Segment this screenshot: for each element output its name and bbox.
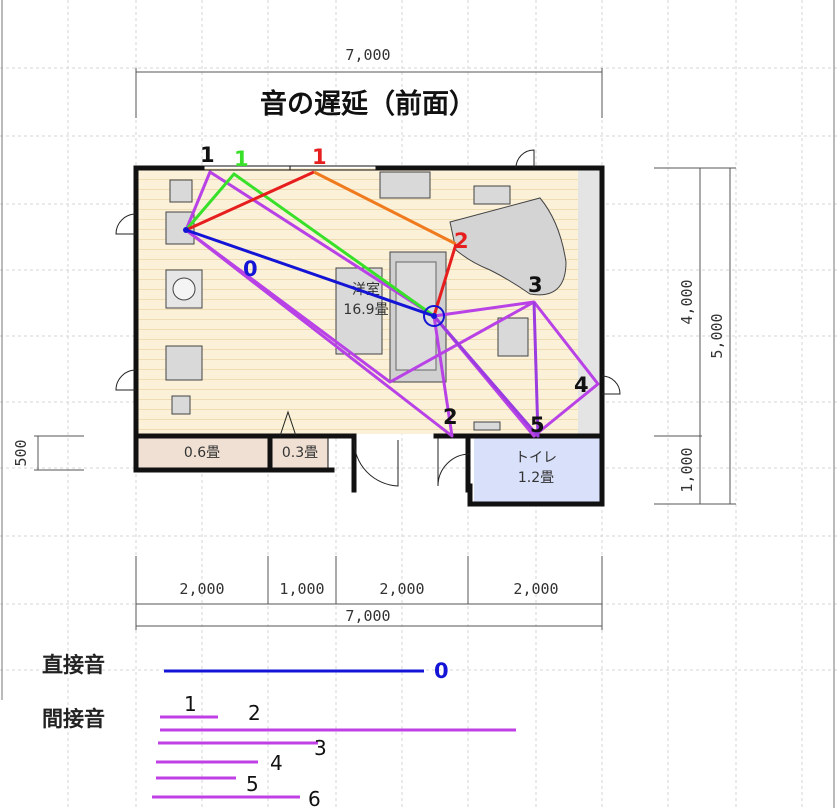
closet-b-size: 0.3畳 (282, 445, 318, 461)
marker-red-2: 2 (454, 229, 469, 253)
dim-right-4000: 4,000 (678, 279, 696, 324)
marker-purple-1: 1 (200, 143, 215, 167)
left-dimension (34, 435, 84, 471)
closet-a-size: 0.6畳 (184, 445, 220, 461)
dim-top-overall: 7,000 (345, 46, 390, 64)
doors (115, 149, 621, 487)
legend-indirect-number-5: 5 (246, 772, 259, 796)
source-point (183, 227, 189, 233)
dim-right-5000: 5,000 (708, 313, 726, 358)
legend-indirect-number-2: 2 (248, 701, 261, 725)
chair-icon (165, 345, 203, 381)
legend-indirect-number-3: 3 (314, 736, 327, 760)
indirect-path-orange (313, 170, 457, 246)
bottom-dimensions (135, 556, 603, 630)
chair-icon (169, 179, 193, 203)
bench-icon (473, 185, 511, 205)
top-window (202, 165, 378, 171)
toilet-name: トイレ (515, 450, 557, 466)
legend-indirect-label: 間接音 (42, 707, 105, 731)
shelf-icon (473, 421, 501, 431)
walls (133, 165, 605, 507)
sofa-icon (395, 261, 437, 371)
dim-bottom-seg-4: 2,000 (513, 580, 558, 598)
legend-direct-label: 直接音 (42, 653, 105, 677)
toilet-size: 1.2畳 (518, 470, 554, 486)
chair-icon (171, 395, 191, 415)
top-dimension (135, 68, 603, 118)
legend: 直接音 0 間接音 1 2 3 4 5 6 (42, 653, 516, 808)
indirect-path-purple-2 (185, 228, 454, 438)
legend-indirect-number-6: 6 (308, 787, 321, 808)
shelf-icon (497, 317, 529, 357)
indirect-path-green (184, 172, 435, 318)
marker-purple-2: 2 (443, 405, 458, 429)
marker-green-1: 1 (234, 147, 249, 171)
indirect-path-purple-4 (432, 301, 600, 438)
sound-paths (184, 170, 600, 438)
marker-purple-4: 4 (574, 373, 589, 397)
marker-direct-0: 0 (243, 257, 258, 281)
piano-icon (449, 197, 567, 296)
dim-bottom-seg-2: 1,000 (279, 580, 324, 598)
direct-path (185, 228, 435, 318)
marker-purple-5: 5 (530, 413, 545, 437)
furniture (165, 171, 567, 431)
legend-indirect-number-1: 1 (184, 692, 197, 716)
cabinet-icon (379, 171, 431, 199)
dim-bottom-overall: 7,000 (345, 607, 390, 625)
dim-bottom-seg-1: 2,000 (179, 580, 224, 598)
legend-indirect-number-4: 4 (270, 751, 283, 775)
toilet-room (474, 438, 600, 504)
listener-icon (423, 305, 445, 327)
main-room-size: 16.9畳 (343, 302, 388, 318)
right-dimensions (654, 167, 736, 505)
listener-point (431, 313, 437, 319)
table-icon (172, 277, 196, 301)
indirect-path-red (185, 170, 315, 232)
indirect-path-purple-1 (184, 170, 435, 318)
dim-bottom-seg-3: 2,000 (379, 580, 424, 598)
legend-direct-number: 0 (434, 659, 449, 683)
indirect-path-purple-5 (432, 301, 540, 438)
closet-a (137, 437, 269, 471)
marker-purple-3: 3 (528, 273, 543, 297)
marker-red-1: 1 (312, 145, 327, 169)
indirect-path-purple-3 (185, 228, 536, 384)
table-icon (335, 267, 383, 355)
dim-left-500: 500 (12, 439, 30, 466)
indirect-path-red-2 (432, 243, 458, 317)
page-title: 音の遅延（前面） (260, 88, 476, 120)
dim-right-1000: 1,000 (678, 447, 696, 492)
